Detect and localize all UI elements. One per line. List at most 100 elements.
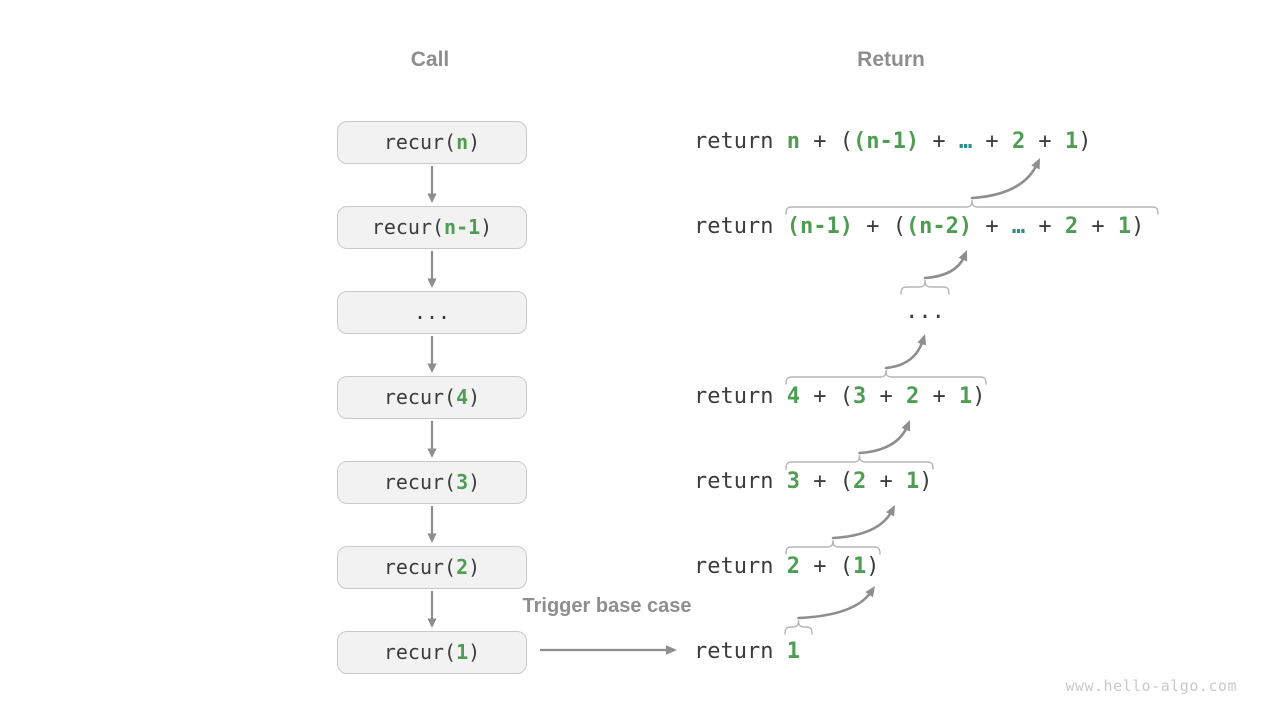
code-segment: (n-1) [786, 214, 853, 239]
call-flow-arrowhead [427, 193, 437, 203]
code-segment: ) [1078, 129, 1092, 154]
code-segment: ) [468, 640, 481, 664]
call-flow-arrowhead [427, 618, 437, 628]
return-merge-arrowhead [917, 334, 927, 346]
code-segment: (n-2) [905, 214, 973, 239]
call-column-header: Call [410, 48, 450, 71]
return-expression: return 3 + (2 + 1) [694, 467, 932, 497]
code-segment: 1 [905, 469, 920, 494]
code-segment: return [694, 639, 787, 664]
call-flow-arrowhead [427, 278, 437, 288]
code-segment: recur( [383, 130, 457, 154]
call-flow-arrowhead [427, 533, 437, 543]
call-box: recur(2) [337, 545, 527, 589]
code-segment: ) [1131, 214, 1145, 239]
code-segment: + [919, 384, 959, 409]
code-segment: 1 [786, 639, 800, 664]
trigger-base-case-label: Trigger base case [522, 595, 692, 617]
code-segment: 1 [1117, 214, 1132, 239]
return-merge-arrowhead [1031, 158, 1040, 170]
code-segment: ) [468, 130, 481, 154]
code-segment: + [866, 384, 906, 409]
code-segment: + [1025, 214, 1065, 239]
return-merge-arrow [858, 425, 909, 455]
code-segment: + [866, 469, 906, 494]
return-expression: ... [905, 297, 945, 327]
return-column-header: Return [857, 48, 925, 71]
code-segment: + ( [799, 554, 853, 579]
code-segment: 2 [1011, 129, 1026, 154]
code-segment: + [1078, 214, 1118, 239]
trigger-arrowhead [666, 645, 677, 655]
code-segment: + ( [799, 129, 853, 154]
return-merge-arrow [923, 255, 966, 280]
return-merge-arrowhead [958, 250, 968, 262]
overbrace [900, 279, 950, 295]
code-segment: + [972, 129, 1012, 154]
call-box: recur(3) [337, 460, 527, 504]
code-segment: + ( [852, 214, 906, 239]
code-segment: 2 [786, 554, 800, 579]
call-box: recur(4) [337, 375, 527, 419]
code-segment: 1 [958, 384, 973, 409]
call-flow-arrowhead [427, 448, 437, 458]
code-segment: n [456, 130, 469, 154]
code-segment: ) [919, 469, 933, 494]
code-segment: ) [468, 470, 481, 494]
watermark-url: www.hello-algo.com [1065, 677, 1237, 695]
code-segment: … [958, 129, 973, 154]
code-segment: … [1011, 214, 1026, 239]
code-segment: (n-1) [852, 129, 920, 154]
call-box: recur(n) [337, 120, 527, 164]
code-segment: 3 [786, 469, 800, 494]
code-segment: + [919, 129, 959, 154]
code-segment: n-1 [444, 215, 481, 239]
code-segment: 2 [905, 384, 920, 409]
code-segment: ) [468, 555, 481, 579]
call-box: ... [337, 290, 527, 334]
code-segment: 1 [456, 640, 469, 664]
code-segment: ... [905, 299, 945, 324]
return-merge-arrowhead [865, 586, 875, 598]
code-segment: 4 [456, 385, 469, 409]
return-expression: return 2 + (1) [694, 552, 879, 582]
return-expression: return (n-1) + ((n-2) + … + 2 + 1) [694, 212, 1144, 242]
code-segment: recur( [383, 640, 457, 664]
return-merge-arrowhead [901, 420, 911, 432]
call-box: recur(1) [337, 630, 527, 674]
code-segment: + ( [799, 384, 853, 409]
code-segment: ... [413, 300, 451, 324]
return-merge-arrow [831, 509, 894, 540]
code-segment: + ( [799, 469, 853, 494]
code-segment: ) [480, 215, 493, 239]
code-segment: 2 [456, 555, 469, 579]
code-segment: 4 [786, 384, 800, 409]
code-segment: + [972, 214, 1012, 239]
code-segment: ) [468, 385, 481, 409]
overbrace [784, 619, 813, 635]
code-segment: ) [972, 384, 986, 409]
return-expression: return 4 + (3 + 2 + 1) [694, 382, 985, 412]
code-segment: return [694, 129, 787, 154]
code-segment: 3 [456, 470, 469, 494]
code-segment: 3 [852, 384, 867, 409]
code-segment: return [694, 214, 787, 239]
code-segment: + [1025, 129, 1065, 154]
call-box: recur(n-1) [337, 205, 527, 249]
return-merge-arrowhead [886, 505, 895, 517]
return-expression: return n + ((n-1) + … + 2 + 1) [694, 127, 1091, 157]
code-segment: return [694, 384, 787, 409]
code-segment: 2 [1064, 214, 1079, 239]
return-merge-arrow [970, 163, 1039, 200]
code-segment: recur( [383, 555, 457, 579]
code-segment: 1 [852, 554, 867, 579]
code-segment: 2 [852, 469, 867, 494]
code-segment: recur( [383, 470, 457, 494]
code-segment: n [786, 129, 800, 154]
code-segment: 1 [1064, 129, 1079, 154]
return-merge-arrow [797, 590, 873, 620]
code-segment: recur( [383, 385, 457, 409]
code-segment: recur( [371, 215, 445, 239]
code-segment: ) [866, 554, 880, 579]
